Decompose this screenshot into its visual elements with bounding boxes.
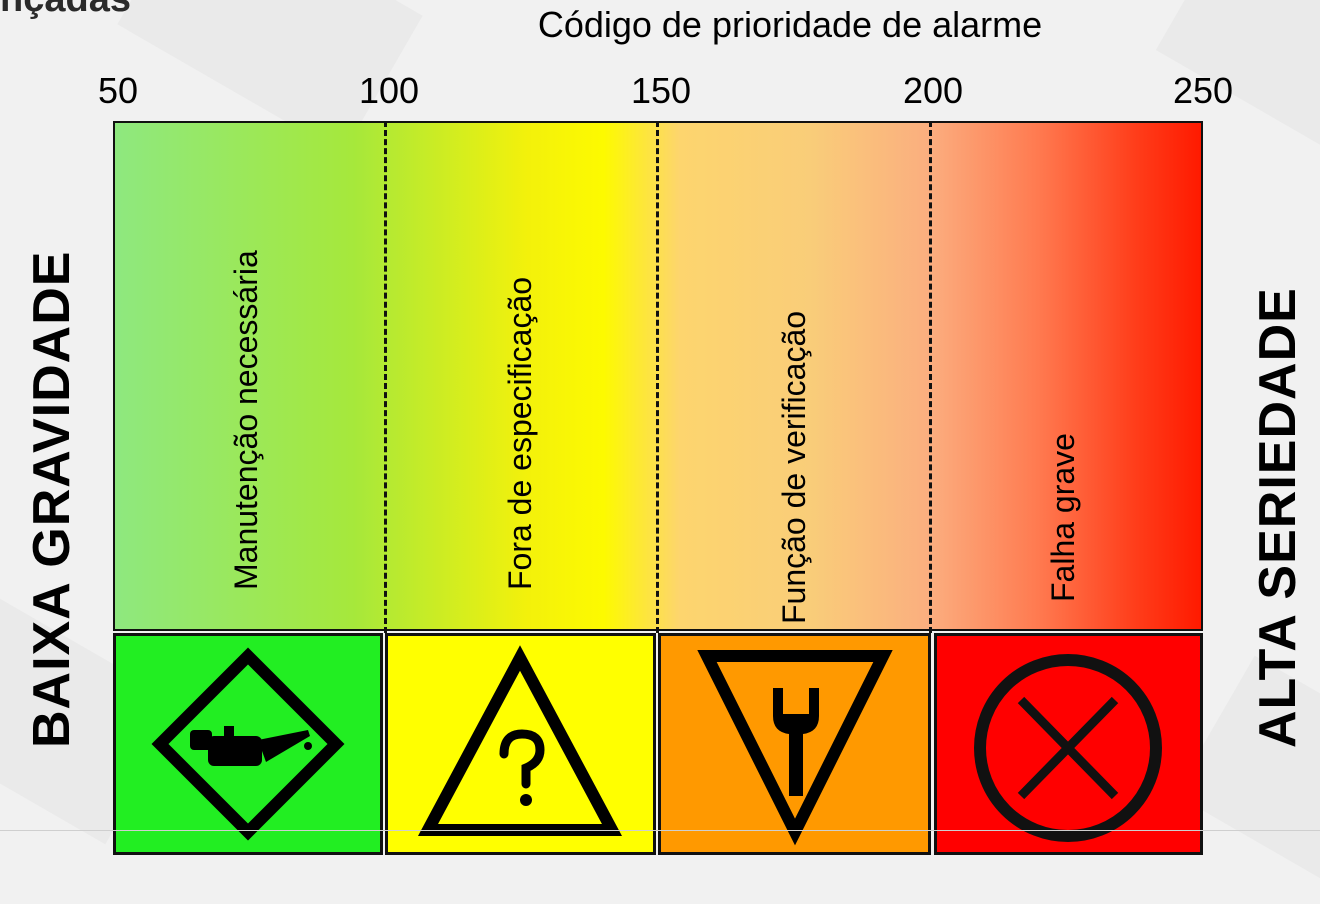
axis-title: Código de prioridade de alarme <box>537 4 1043 45</box>
zone-label-out-of-spec: Fora de especificação <box>502 276 538 590</box>
side-label-low-severity: BAIXA GRAVIDADE <box>23 250 81 748</box>
side-label-high-severity: ALTA SERIEDADE <box>1249 287 1307 748</box>
slide-title-partial: nçadas <box>0 0 131 21</box>
icon-box-maintenance <box>113 633 383 855</box>
zone-label-failure: Falha grave <box>1045 433 1081 602</box>
x-circle-icon <box>974 654 1162 842</box>
question-triangle-icon <box>417 645 623 836</box>
zone-divider <box>384 121 387 633</box>
footer-divider <box>0 830 1320 831</box>
zone-label-maintenance: Manutenção necessária <box>228 250 264 590</box>
icon-box-out-of-spec <box>385 633 656 855</box>
icon-box-failure <box>934 633 1203 855</box>
icon-box-function-check <box>658 633 931 855</box>
tick-label: 250 <box>1172 70 1234 111</box>
wrench-triangle-icon <box>697 650 893 846</box>
tick-label: 50 <box>97 70 139 111</box>
zone-divider <box>929 121 932 633</box>
zone-divider <box>656 121 659 633</box>
tick-label: 150 <box>630 70 692 111</box>
tick-label: 100 <box>358 70 420 111</box>
zone-label-function-check: Função de verificação <box>776 310 812 624</box>
tick-label: 200 <box>902 70 964 111</box>
oil-can-diamond-icon <box>151 647 345 841</box>
